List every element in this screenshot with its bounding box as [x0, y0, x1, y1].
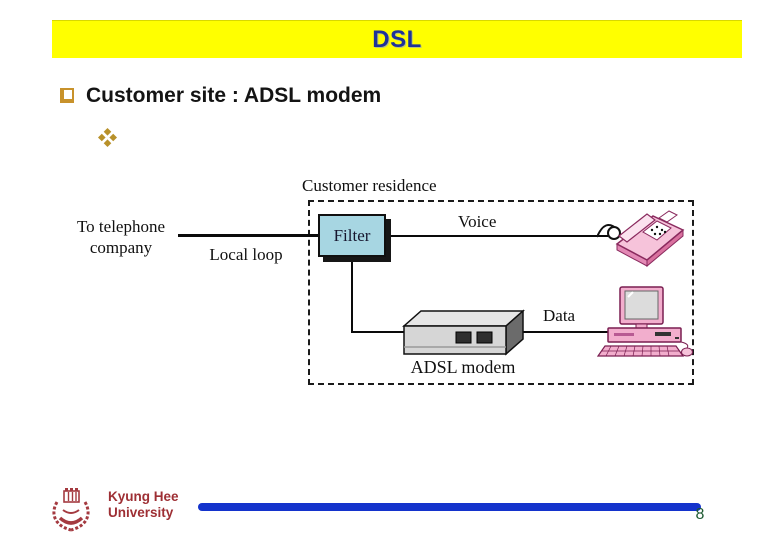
adsl-modem-icon: [402, 309, 526, 356]
to-telephone-line2: company: [89, 238, 153, 257]
to-telephone-line1: To telephone: [76, 217, 166, 236]
institution-line1: Kyung Hee: [108, 489, 179, 504]
data-label: Data: [543, 306, 576, 325]
filter-label: Filter: [333, 225, 371, 245]
local-loop-line: [178, 234, 318, 237]
filter-drop-line: [351, 257, 353, 333]
institution-line2: University: [108, 505, 174, 520]
filter-box: Filter: [318, 214, 386, 257]
footer-institution: Kyung Hee University: [108, 489, 179, 521]
voice-label: Voice: [458, 212, 497, 231]
page-number: 8: [695, 506, 705, 523]
customer-residence-box: [308, 200, 694, 385]
heading-row: Customer site : ADSL modem: [60, 84, 381, 108]
computer-icon: [596, 286, 694, 361]
slide-title: DSL: [372, 25, 422, 53]
telephone-icon: [596, 204, 689, 268]
modem-elbow-line: [351, 331, 405, 333]
customer-residence-label: Customer residence: [302, 176, 437, 195]
accent-bar: [198, 503, 701, 511]
four-diamonds-icon: [98, 128, 117, 147]
data-line: [518, 331, 614, 333]
slide-heading: Customer site : ADSL modem: [86, 84, 382, 107]
local-loop-label: Local loop: [209, 245, 283, 264]
ballot-box-icon: [60, 88, 74, 103]
voice-line: [386, 235, 608, 237]
kyung-hee-university-emblem-icon: [47, 486, 95, 534]
title-bar: DSL: [52, 20, 742, 58]
to-telephone-company-label: To telephone company: [55, 216, 187, 258]
adsl-modem-label: ADSL modem: [410, 357, 516, 377]
